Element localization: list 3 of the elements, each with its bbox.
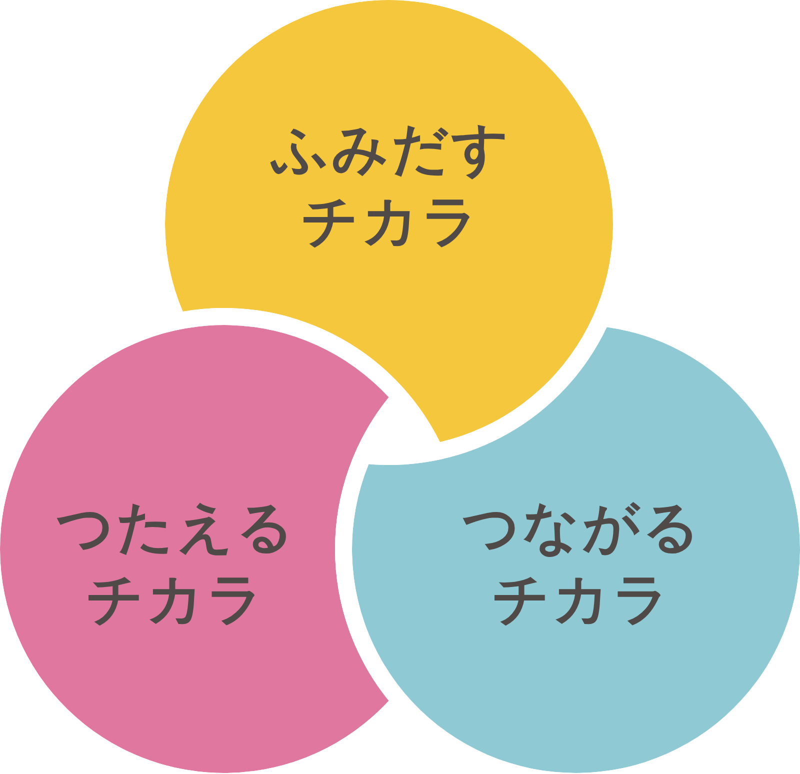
node-label: つながるチカラ bbox=[462, 494, 704, 634]
node-label: つたえるチカラ bbox=[56, 494, 298, 634]
node-label: ふみだすチカラ bbox=[269, 116, 512, 256]
